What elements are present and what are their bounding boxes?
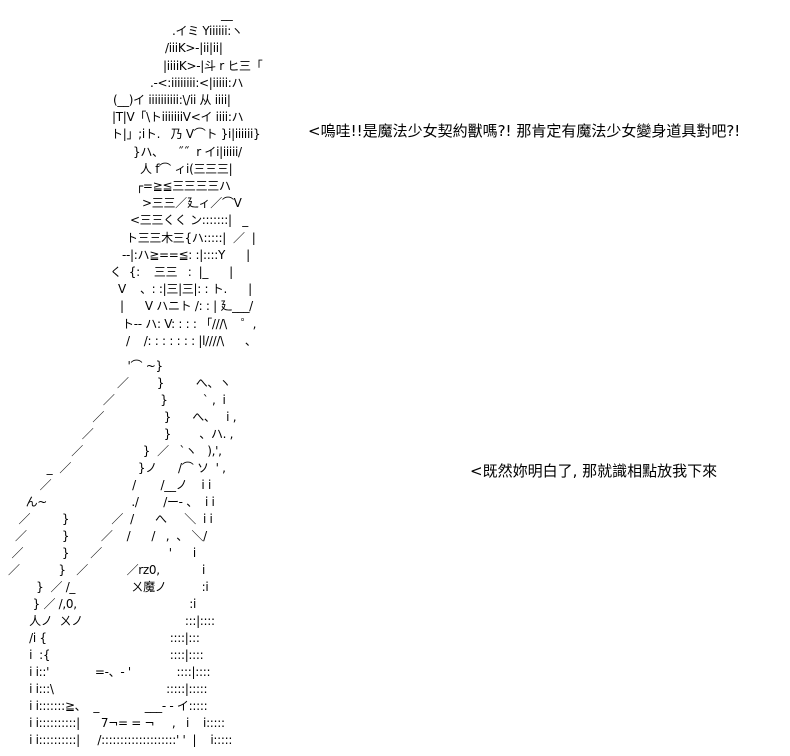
art-line: V 、: :|三|三|: : ト. |: [118, 282, 252, 297]
art-line: } ／ /,0, :i: [8, 597, 197, 611]
art-line: /iiiK>-|ii|ii|: [165, 41, 223, 56]
ascii-figure-magical-girl: __ .イミ Yiiiiii:ヽ/iiiK>-|ii|ii| |iiiiK>-|斗 …: [0, 0, 790, 356]
art-line: ／ / /__ノ i i: [8, 478, 212, 492]
art-line: ／ } ／ / / , 、 ＼/: [8, 529, 207, 543]
speech-line-bottom: <既然妳明白了, 那就識相點放我下來: [470, 462, 718, 480]
art-line: }ハ、 ˝˝ r イi|iiiii/: [133, 144, 242, 159]
art-line: _ ／ }ノ /⌒ ソ ' ,: [8, 461, 226, 475]
art-line: i i::' =‐、‐ ' ::::|::::: [8, 665, 211, 679]
art-line: / /: : : : : : : |l////\ 、: [126, 333, 257, 348]
art-line: ／ } へ、 i ,: [8, 410, 237, 424]
art-line: 人ノ ㄨノ :::|::::: [8, 614, 215, 628]
art-line: ／ } ／ ／rz0, i: [8, 563, 205, 577]
art-line: --|:ハ≧==≦: :|::::Y |: [122, 247, 250, 262]
art-line: |T|V「\トiiiiiiiV<イ iiii:ハ: [112, 110, 244, 125]
art-line: (__)イ iiiiiiiiii:\/ii 从 iiii|: [113, 93, 231, 107]
art-line: i i::::::::::| 7¬= = ¬ , i i:::::: [8, 716, 225, 730]
art-line: ┌=≧≦三三三三ハ: [136, 179, 231, 193]
art-line: ト-- ハ: V: : : : 「///\ ゜,: [122, 316, 257, 331]
art-line: '⌒ ~}: [8, 359, 163, 373]
art-line: i :{ ::::|::::: [8, 648, 204, 662]
speech-line-top: <嗚哇!!是魔法少女契約獸嗎?! 那肯定有魔法少女變身道具對吧?!: [308, 122, 741, 140]
art-line: ／ } ／ `ヽ ),',: [8, 444, 222, 458]
art-line: .イミ Yiiiiii:ヽ: [172, 24, 243, 39]
art-line: i i::::::::::| /::::::::::::::::::::' ' …: [8, 733, 233, 747]
art-line: i i:::::::≧、 _ ___‐ - イ:::::: [8, 699, 208, 713]
art-line: く {: 三三 : |_ |: [110, 265, 233, 279]
art-line: ／ } ／ ' i: [8, 546, 197, 560]
art-line: i i:::\ :::::|:::::: [8, 682, 208, 696]
art-line: | V ハニト /: : | 廴___/: [120, 299, 253, 314]
art-line: 人 f⌒ ィi(三三三|: [140, 161, 233, 176]
art-line: ／ } ／ / へ ＼ i i: [8, 512, 213, 526]
art-line: ト三三木三{ハ:::::| ／ |: [126, 230, 256, 245]
art-line: __: [214, 7, 233, 21]
art-line: ／ } ` , i: [8, 393, 226, 407]
art-line: <三三くく ン:::::::| _: [130, 213, 248, 228]
art-line: |iiiiK>-|斗 r ヒ三「: [163, 58, 263, 73]
art-line: >三三／廴ィ／⌒V: [142, 196, 242, 211]
ascii-figure-creature-held: '⌒ ~} ／ } へ、ヽ ／ } ` , i ／ } へ、 i , ／: [0, 356, 790, 756]
art-line: } ／ /_ ㄨ魔ノ :i: [8, 580, 209, 594]
art-line: ト|」;iト. 乃 V⌒ト }i|iiiiii}: [111, 127, 261, 142]
art-line: ／ } 、ハ. ,: [8, 427, 234, 441]
art-line: .-<:iiiiiiii:<|iiiii:ハ: [150, 75, 244, 90]
art-line: ん~ ./ /ー- 、 i i: [8, 495, 215, 509]
art-line: /i { ::::|:::: [8, 631, 200, 645]
art-line: ／ } へ、ヽ: [8, 376, 231, 390]
